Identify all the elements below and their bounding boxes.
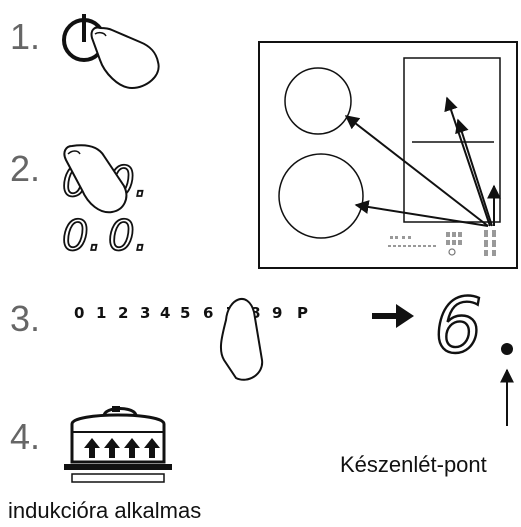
- standby-point-label: Készenlét-pont: [340, 452, 487, 477]
- power-scale: 0123456789P: [74, 304, 308, 322]
- right-arrow-icon: [372, 304, 414, 328]
- standby-dot: [501, 343, 513, 355]
- zone-arrows: [344, 96, 501, 227]
- zero-display-bottom-left: 0.: [62, 211, 102, 260]
- power-scale-value: 3: [140, 304, 150, 322]
- induction-suitable-label: indukcióra alkalmas: [8, 498, 202, 523]
- finger-pointer-icon: [219, 298, 264, 381]
- step-2-number: 2.: [10, 148, 41, 189]
- step-4-number: 4.: [10, 416, 41, 457]
- power-scale-value: 2: [118, 304, 128, 322]
- zero-display-bottom-right: 0.: [108, 211, 148, 260]
- power-scale-value: 4: [160, 304, 170, 322]
- hob-control-strip: [388, 230, 496, 256]
- power-scale-value: P: [297, 304, 308, 322]
- step-3-number: 3.: [10, 298, 41, 339]
- cookware-icon: [64, 406, 172, 483]
- power-scale-value: 0: [74, 304, 84, 322]
- step-1-number: 1.: [10, 16, 41, 57]
- power-scale-value: 1: [96, 304, 106, 322]
- power-level-display: 6: [434, 281, 482, 370]
- finger-pointer-icon: [90, 26, 160, 90]
- power-scale-value: 6: [203, 304, 213, 322]
- power-scale-value: 5: [180, 304, 190, 322]
- hob-icon: [258, 41, 518, 269]
- power-scale-value: 8: [250, 304, 260, 322]
- power-scale-value: 9: [272, 304, 282, 322]
- finger-pointer-icon: [63, 144, 128, 214]
